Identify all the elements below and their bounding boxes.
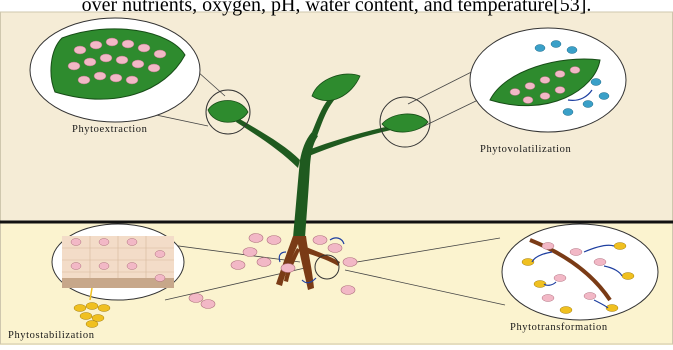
phytoextraction-zoom xyxy=(30,18,200,122)
phytostabilization-label: Phytostabilization xyxy=(8,330,95,341)
phytovolatilization-label: Phytovolatilization xyxy=(480,144,571,155)
phytoextraction-label: Phytoextraction xyxy=(72,124,148,135)
caption-text-fragment: over nutrients, oxygen, pH, water conten… xyxy=(0,0,673,16)
phytovolatilization-zoom xyxy=(470,28,626,132)
phytotransformation-zoom xyxy=(502,224,658,320)
phytotransformation-label: Phytotransformation xyxy=(510,322,608,333)
